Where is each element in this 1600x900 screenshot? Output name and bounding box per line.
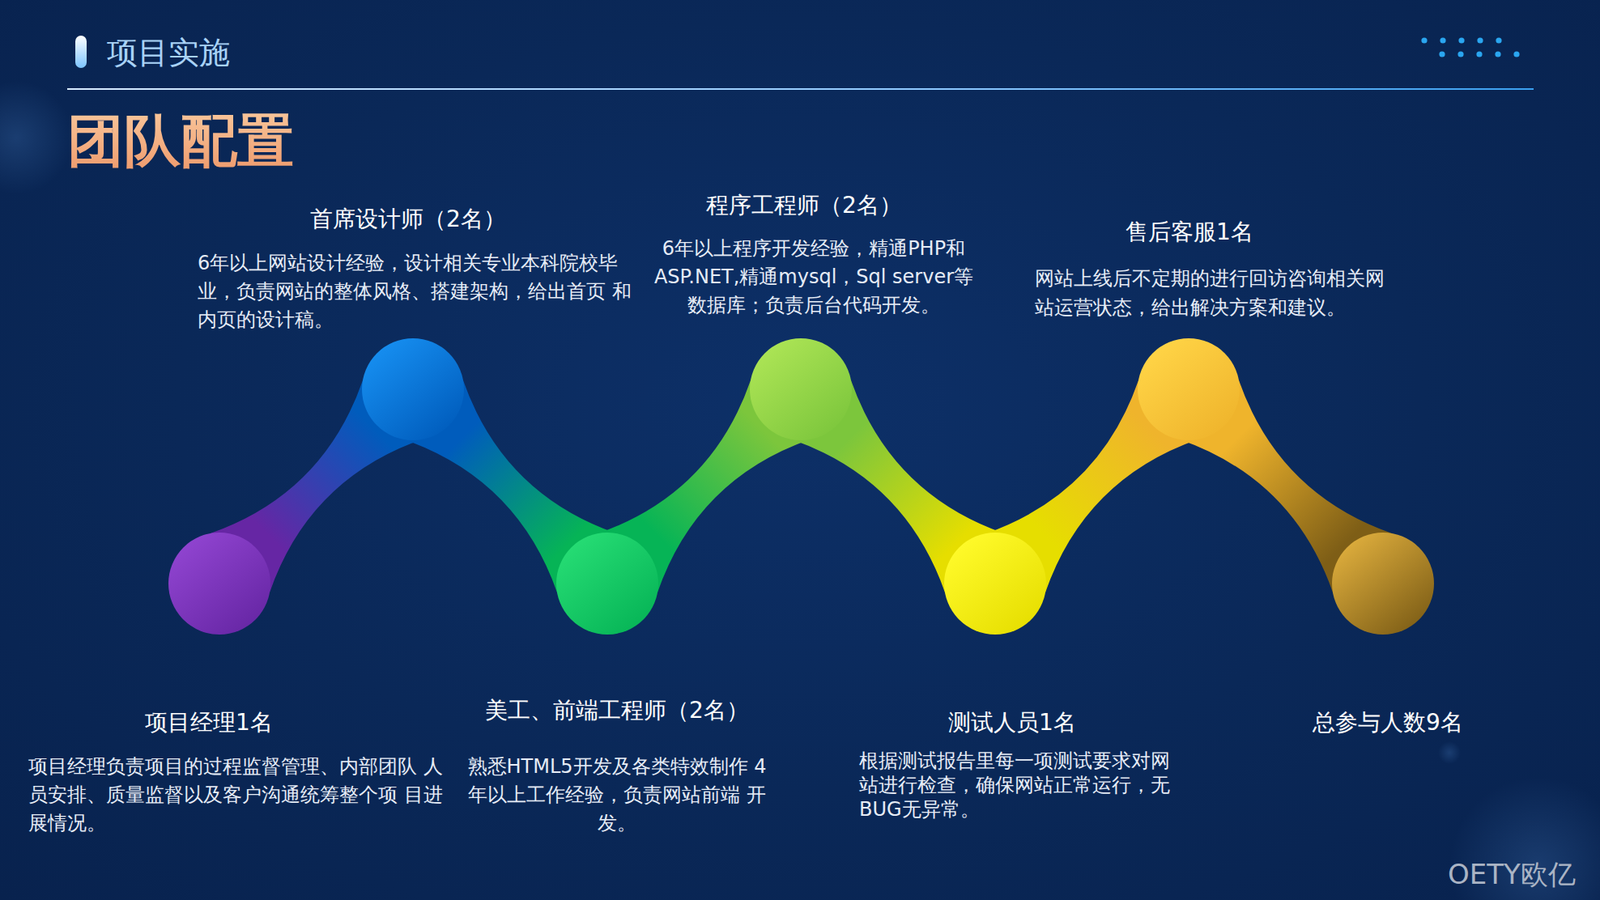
member-circle: 美工、前端工程师（2名）熟悉HTML5开发及各类特效制作 4年以上工作经验，负责… <box>556 532 659 635</box>
circle-shape <box>361 338 464 441</box>
glow <box>0 80 73 195</box>
glow <box>1438 741 1461 765</box>
role-heading: 总参与人数9名 <box>1225 708 1550 738</box>
circle-fill <box>361 338 464 441</box>
role-description: 网站上线后不定期的进行回访咨询相关网 站运营状态，给出解决方案和建议。 <box>1034 263 1405 323</box>
role-heading: 首席设计师（2名） <box>246 204 571 235</box>
circle-shape <box>749 338 852 441</box>
member-circle: 测试人员1名根据测试报告里每一项测试要求对网 站进行检查，确保网站正常运行，无 … <box>944 532 1047 635</box>
circle-fill <box>1137 338 1240 441</box>
circle-shape <box>1331 532 1435 635</box>
member-circle: 首席设计师（2名）6年以上网站设计经验，设计相关专业本科院校毕 业，负责网站的整… <box>361 338 464 441</box>
role-heading: 程序工程师（2名） <box>642 191 966 221</box>
role-heading: 项目经理1名 <box>46 708 371 738</box>
circle-fill <box>556 532 659 635</box>
circle-shape <box>168 532 271 635</box>
role-description: 6年以上程序开发经验，精通PHP和 ASP.NET,精通mysql，Sql se… <box>643 234 984 320</box>
member-circle: 总参与人数9名 <box>1331 532 1435 635</box>
header-rule <box>67 88 1534 90</box>
circle-fill <box>168 532 271 635</box>
role-heading: 售后客服1名 <box>1027 217 1352 247</box>
role-description: 项目经理负责项目的过程监督管理、内部团队 人员安排、质量监督以及客户沟通统筹整个… <box>28 753 443 839</box>
member-circle: 程序工程师（2名）6年以上程序开发经验，精通PHP和 ASP.NET,精通mys… <box>749 338 852 441</box>
role-heading: 测试人员1名 <box>850 708 1175 738</box>
role-heading: 美工、前端工程师（2名） <box>438 696 796 726</box>
circle-shape <box>1137 338 1240 441</box>
role-description: 熟悉HTML5开发及各类特效制作 4年以上工作经验，负责网站前端 开发。 <box>459 753 775 839</box>
member-circle: 售后客服1名网站上线后不定期的进行回访咨询相关网 站运营状态，给出解决方案和建议… <box>1137 338 1240 441</box>
circle-shape <box>944 532 1047 635</box>
section-heading: 项目实施 <box>106 32 230 74</box>
circle-fill <box>749 338 852 441</box>
role-description: 根据测试报告里每一项测试要求对网 站进行检查，确保网站正常运行，无 BUG无异常… <box>859 748 1192 822</box>
role-description: 6年以上网站设计经验，设计相关专业本科院校毕 业，负责网站的整体风格、搭建架构，… <box>197 249 645 335</box>
header-pill <box>75 35 87 69</box>
watermark: OETY欧亿 <box>1447 856 1576 894</box>
member-circle: 项目经理1名项目经理负责项目的过程监督管理、内部团队 人员安排、质量监督以及客户… <box>168 532 271 635</box>
circle-fill <box>1331 532 1435 635</box>
circle-fill <box>944 532 1047 635</box>
title: 团队配置 <box>67 108 294 174</box>
dot-pattern <box>1421 37 1520 57</box>
circle-shape <box>556 532 659 635</box>
